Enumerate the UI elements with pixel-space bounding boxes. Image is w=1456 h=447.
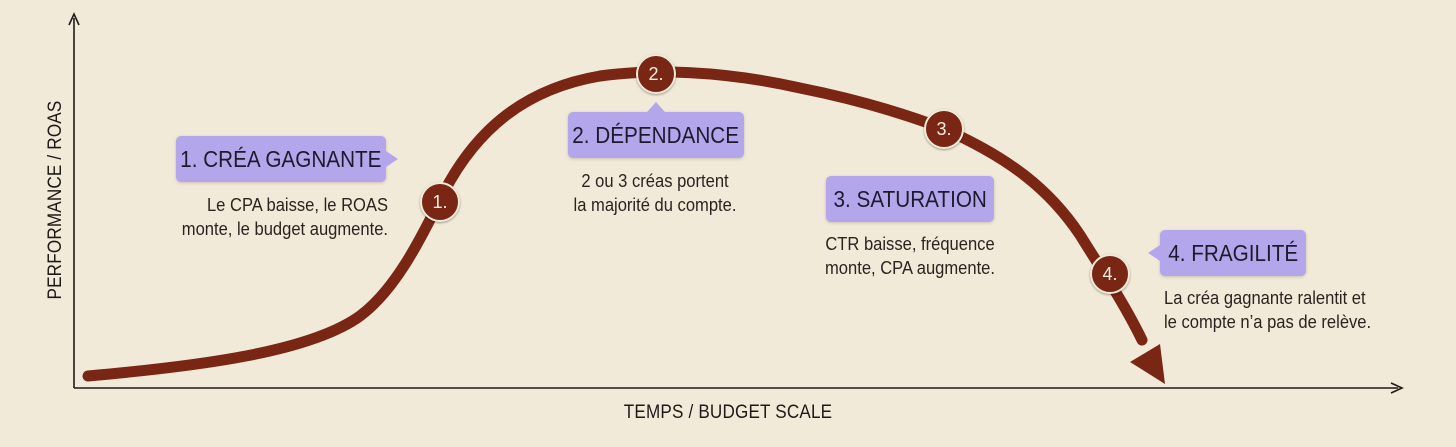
y-axis-title: PERFORMANCE / ROAS — [45, 100, 66, 300]
stage-1-description-line-2: monte, le budget augmente. — [181, 219, 388, 239]
stage-2-description-line-2: la majorité du compte. — [573, 195, 737, 215]
y-axis-arrow — [68, 12, 80, 26]
stage-4-title: 4. FRAGILITÉ — [1168, 239, 1298, 266]
callout-pointer — [386, 151, 398, 167]
stage-2-title: 2. DÉPENDANCE — [572, 121, 740, 148]
stage-3-title: 3. SATURATION — [833, 185, 987, 212]
callout-pointer — [647, 102, 665, 112]
stage-4-description-line-1: La créa gagnante ralentit et — [1164, 288, 1366, 308]
stage-2-marker: 2. — [636, 54, 676, 94]
stage-3-description-line-1: CTR baisse, fréquence — [825, 234, 995, 254]
stage-4-description-line-2: le compte n’a pas de relève. — [1164, 312, 1372, 332]
callout-pointer — [1148, 245, 1160, 261]
stage-1-description: Le CPA baisse, le ROAS monte, le budget … — [130, 193, 388, 241]
stage-1-description-line-1: Le CPA baisse, le ROAS — [206, 195, 388, 215]
stage-1-callout: 1. CRÉA GAGNANTE — [176, 136, 398, 182]
x-axis-title: TEMPS / BUDGET SCALE — [623, 402, 833, 423]
stage-4-callout: 4. FRAGILITÉ — [1148, 230, 1306, 276]
curve-arrowhead — [1130, 344, 1165, 384]
stage-4-marker: 4. — [1090, 254, 1130, 294]
stage-3-callout: 3. SATURATION — [826, 176, 994, 222]
stage-2-description-line-1: 2 ou 3 créas portent — [581, 171, 729, 191]
axes — [68, 12, 1404, 394]
x-axis-arrow — [1390, 382, 1404, 394]
stage-2-callout: 2. DÉPENDANCE — [568, 102, 744, 158]
stage-4-description: La créa gagnante ralentit et le compte n… — [1164, 286, 1424, 334]
stage-3-description: CTR baisse, fréquence monte, CPA augment… — [795, 232, 1025, 280]
stage-3-description-line-2: monte, CPA augmente. — [825, 258, 995, 278]
stage-3-marker: 3. — [924, 109, 964, 149]
stage-2-description: 2 ou 3 créas portent la majorité du comp… — [540, 169, 770, 217]
stage-1-title: 1. CRÉA GAGNANTE — [180, 145, 382, 172]
stage-1-marker: 1. — [420, 182, 460, 222]
